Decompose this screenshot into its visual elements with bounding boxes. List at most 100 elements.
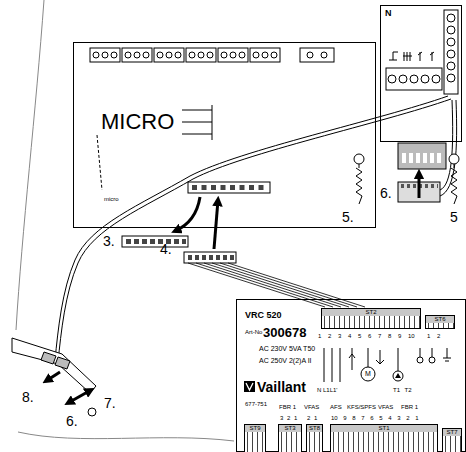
earth-symbol bbox=[443, 348, 451, 361]
bracket bbox=[12, 338, 96, 393]
terminal-block bbox=[154, 48, 184, 62]
terminal-screw bbox=[421, 75, 429, 83]
socket bbox=[398, 143, 446, 169]
ribbon-plug bbox=[184, 252, 236, 263]
socket-pins bbox=[402, 153, 444, 163]
terminal-label: N bbox=[385, 9, 392, 18]
connector-label: ST8 bbox=[307, 425, 322, 432]
pin-numbers: 10 9 8 7 6 5 4 3 2 1 bbox=[331, 415, 419, 421]
panel-outline bbox=[16, 0, 44, 330]
panel-outline bbox=[18, 432, 234, 441]
connector-label: ST7 bbox=[443, 429, 461, 436]
plug bbox=[55, 357, 70, 369]
terminal-screw bbox=[307, 52, 313, 58]
flow-symbol bbox=[376, 350, 384, 364]
plug-pins bbox=[188, 255, 234, 260]
connector-label: ST9 bbox=[245, 425, 265, 432]
terminal-block bbox=[90, 48, 120, 62]
plug bbox=[41, 352, 56, 364]
sensor-name: KFS/SPFS bbox=[347, 404, 376, 410]
connector-strip: ST8 bbox=[306, 424, 323, 452]
terminal-block bbox=[186, 48, 216, 62]
connector-strip: ST3 bbox=[278, 424, 302, 452]
tap-icon bbox=[389, 52, 398, 60]
leader-line bbox=[97, 135, 102, 190]
terminal-block bbox=[250, 48, 280, 62]
circuit-board: MICRO micro bbox=[73, 42, 376, 228]
model-name: VRC 520 bbox=[245, 311, 282, 320]
hinge bbox=[88, 408, 96, 416]
connector-label: ST1 bbox=[331, 425, 437, 432]
screw bbox=[451, 164, 457, 204]
terminal-screw bbox=[399, 75, 407, 83]
terminal-screw bbox=[447, 50, 455, 58]
move-arrow bbox=[46, 372, 60, 381]
brand-logo bbox=[244, 381, 255, 392]
move-arrow bbox=[214, 200, 218, 249]
terminal-block bbox=[218, 48, 248, 62]
sensor-name: FBR 1 bbox=[401, 404, 418, 410]
move-arrow bbox=[175, 197, 200, 231]
connector-strip: ST9 bbox=[244, 424, 266, 452]
callout-number: 8. bbox=[22, 390, 34, 404]
cable bbox=[55, 96, 448, 360]
terminal-screw bbox=[321, 52, 327, 58]
terminal-screw bbox=[447, 26, 455, 34]
move-arrow bbox=[418, 173, 421, 198]
callout-number: 5. bbox=[342, 210, 354, 224]
callout-number: 5 bbox=[450, 210, 458, 224]
terminal-names: T1 T2 bbox=[393, 387, 412, 393]
terminal-box: N bbox=[380, 5, 462, 142]
cable bbox=[58, 99, 451, 362]
article-number: 300678 bbox=[263, 326, 306, 339]
terminal-screw bbox=[447, 38, 455, 46]
terminal-block bbox=[122, 48, 152, 62]
connector-label: ST2 bbox=[322, 309, 420, 316]
connector-strip: ST1 bbox=[330, 424, 438, 452]
radiator-icon bbox=[403, 52, 412, 61]
callout-number: 6. bbox=[66, 414, 78, 428]
terminal-numbers: 1 2 bbox=[427, 333, 440, 339]
terminal-strip bbox=[386, 68, 442, 90]
plug bbox=[122, 236, 188, 247]
header-pins bbox=[192, 185, 268, 190]
connector-strip: ST2 bbox=[321, 308, 421, 329]
sensor-icon bbox=[418, 52, 434, 61]
rating-text: AC 250V 2(2)A II bbox=[259, 357, 312, 364]
motor-label: M bbox=[365, 370, 371, 377]
board-label: micro bbox=[104, 196, 119, 202]
connector-label: ST6 bbox=[426, 316, 454, 323]
terminal-strip bbox=[444, 10, 458, 94]
pin-numbers: 2 1 bbox=[307, 415, 317, 421]
brand-name: Vaillant bbox=[257, 380, 306, 394]
sensor-name: VFAS bbox=[304, 404, 319, 410]
leader-line bbox=[182, 105, 212, 140]
connector-strip: ST6 bbox=[425, 315, 455, 329]
pump-symbol bbox=[395, 373, 401, 378]
screw-head bbox=[354, 154, 364, 164]
rating-text: AC 230V 5VA T50 bbox=[259, 345, 315, 352]
callout-number: 4. bbox=[160, 242, 172, 256]
screw bbox=[356, 164, 362, 204]
callout-number: 7. bbox=[104, 396, 116, 410]
ribbon-cable bbox=[188, 263, 365, 307]
part-number: 677-751 bbox=[245, 401, 267, 407]
move-arrow bbox=[68, 390, 91, 403]
motor-line bbox=[368, 348, 369, 367]
pin-header bbox=[188, 182, 270, 193]
connector-strip: ST7 bbox=[442, 428, 462, 452]
pump-line bbox=[398, 348, 399, 371]
motor-symbol bbox=[361, 367, 375, 381]
terminal-names: N L1L1' bbox=[317, 387, 338, 393]
brand-logo bbox=[246, 383, 253, 390]
control-module: VRC 520Art-No300678AC 230V 5VA T50AC 250… bbox=[236, 299, 466, 452]
pin-numbers: 3 2 1 bbox=[280, 415, 297, 421]
sensor-name: FBR 1 bbox=[279, 404, 296, 410]
sensor-line bbox=[420, 348, 432, 357]
terminal-numbers: 1 2 3 4 5 6 7 8 9 10 bbox=[318, 333, 415, 339]
terminal-screw bbox=[447, 74, 455, 82]
board-label: MICRO bbox=[101, 111, 174, 133]
callout-number: 6. bbox=[380, 186, 392, 200]
sensor-symbol bbox=[429, 357, 435, 363]
